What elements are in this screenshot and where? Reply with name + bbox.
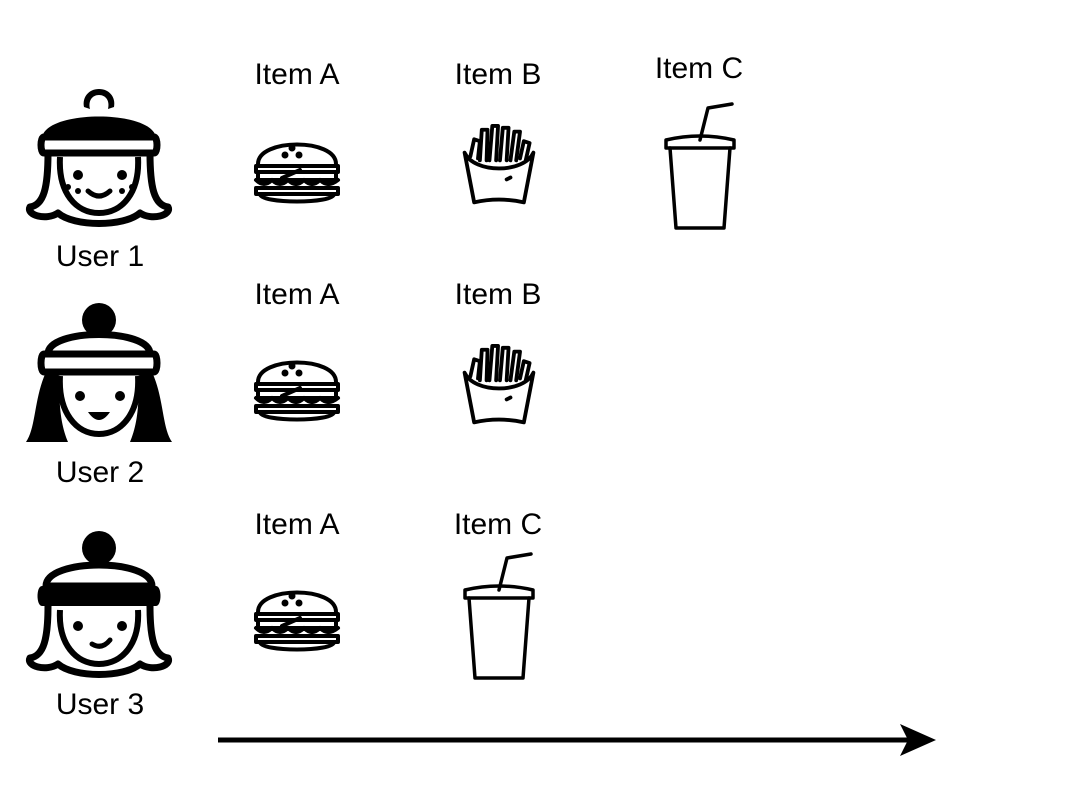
drink-cup-icon: [459, 552, 539, 682]
fries-icon: [459, 344, 539, 430]
user-avatar-pompom-hat-icon: [24, 528, 174, 678]
right-arrow-icon: [218, 722, 940, 756]
user-2-label: User 2: [55, 456, 145, 489]
burger-icon: [252, 346, 342, 426]
user-3-item-c-label: Item C: [453, 508, 543, 541]
user-2-item-b-label: Item B: [454, 278, 542, 311]
burger-icon: [252, 128, 342, 208]
fries-icon: [459, 124, 539, 210]
burger-icon: [252, 576, 342, 656]
user-1-item-b-label: Item B: [454, 58, 542, 91]
user-1-item-a-label: Item A: [254, 58, 340, 91]
user-2-item-a-label: Item A: [254, 278, 340, 311]
drink-cup-icon: [660, 102, 740, 232]
user-avatar-pompom-hat-long-hair-icon: [24, 298, 174, 448]
user-1-item-c-label: Item C: [654, 52, 744, 85]
user-avatar-bobble-hat-icon: [24, 84, 174, 230]
user-1-label: User 1: [55, 240, 145, 273]
user-3-item-a-label: Item A: [254, 508, 340, 541]
user-3-label: User 3: [55, 688, 145, 721]
